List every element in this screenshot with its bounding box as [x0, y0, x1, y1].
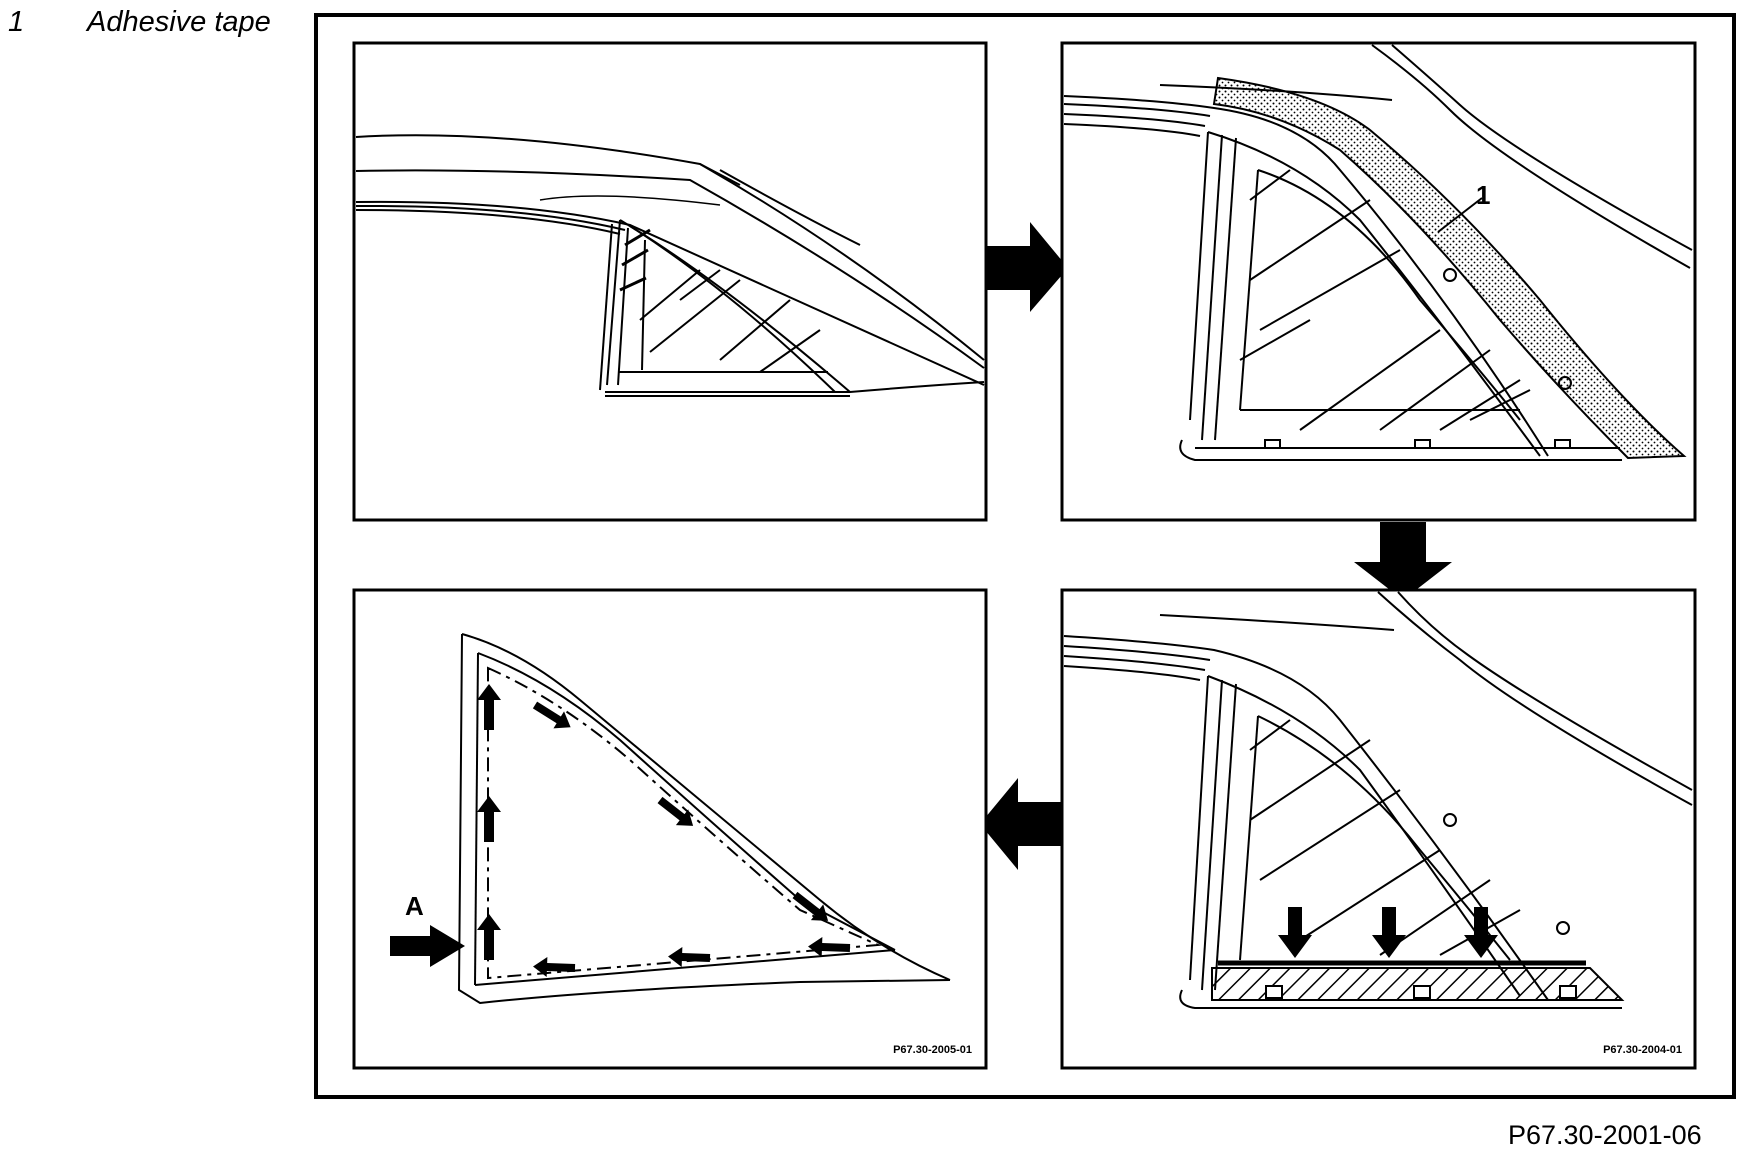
panel-4: A P67.30-2005-01	[352, 588, 988, 1070]
press-arrow-down	[1464, 907, 1498, 958]
outer-frame	[314, 13, 1736, 1099]
panel-3-code: P67.30-2004-01	[1603, 1044, 1682, 1056]
direction-arrow	[477, 796, 501, 842]
direction-arrow	[792, 891, 829, 921]
direction-arrow	[668, 947, 711, 968]
press-arrow-down	[1372, 907, 1406, 958]
direction-arrow	[808, 937, 851, 958]
step-arrow-left	[980, 778, 1062, 870]
adhesive-tape	[1212, 76, 1687, 460]
figure-reference: P67.30-2001-06	[1508, 1120, 1702, 1150]
panel-4-code: P67.30-2005-01	[893, 1044, 972, 1056]
press-arrow-down	[1278, 907, 1312, 958]
tape-callout-label: 1	[1476, 180, 1490, 210]
panel-3: P67.30-2004-01	[1060, 588, 1697, 1070]
legend-item-text: Adhesive tape	[87, 6, 271, 38]
panel-2: 1	[1060, 41, 1697, 522]
direction-arrow	[657, 796, 694, 826]
view-arrow	[390, 925, 465, 967]
direction-arrow	[533, 957, 576, 978]
view-label: A	[405, 891, 424, 921]
direction-arrow	[477, 914, 501, 960]
direction-arrow	[477, 684, 501, 730]
legend-item-number: 1	[8, 6, 25, 38]
direction-arrow	[532, 701, 571, 729]
step-arrow-right	[986, 222, 1068, 312]
panel-1	[352, 41, 988, 522]
hatched-tape-strip	[1211, 967, 1625, 1001]
step-arrow-down	[1354, 522, 1452, 600]
